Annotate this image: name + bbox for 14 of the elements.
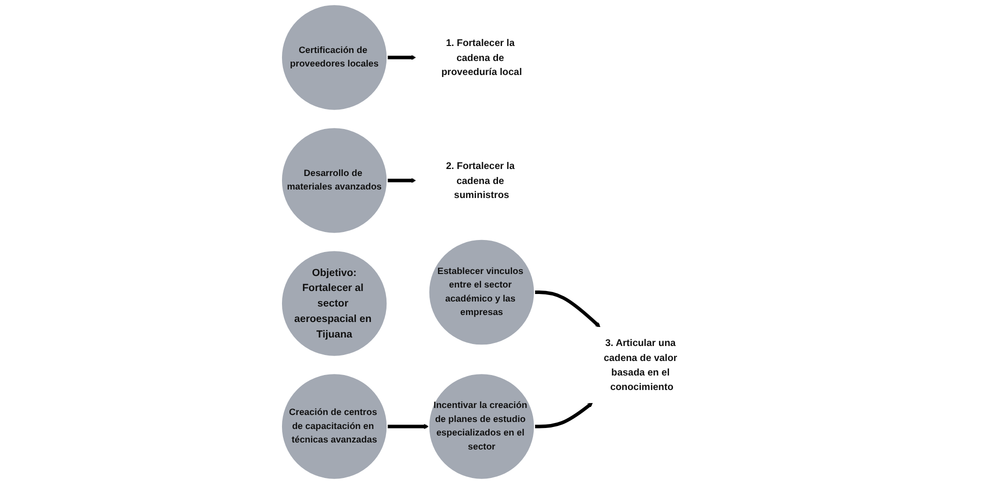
arrow: [387, 424, 429, 430]
node-circle: Creación de centros de capacitación en técnicas avanzadas: [280, 373, 388, 480]
node-circle: Incentivar la creación de planes de estudio especializados en el sector: [428, 373, 536, 480]
node-circle: Desarrollo de materiales avanzados: [280, 127, 388, 234]
node-text: 3. Articular una cadena de valor basada en el conocimiento: [604, 338, 678, 392]
node-circle: Establecer vinculos entre el sector académico y las empresas: [428, 238, 536, 346]
arrow: [387, 178, 416, 184]
arrow: [534, 290, 600, 328]
node-circle: Objetivo: Fortalecer al sector aeroespacial en Tijuana: [280, 250, 388, 357]
node-text: 1. Fortalecer la cadena de proveeduría local: [441, 37, 522, 78]
node-text: 2. Fortalecer la cadena de suministros: [446, 160, 515, 200]
arrow: [534, 402, 593, 428]
arrow: [387, 54, 416, 60]
node-circle: Certificación de proveedores locales: [280, 4, 388, 111]
